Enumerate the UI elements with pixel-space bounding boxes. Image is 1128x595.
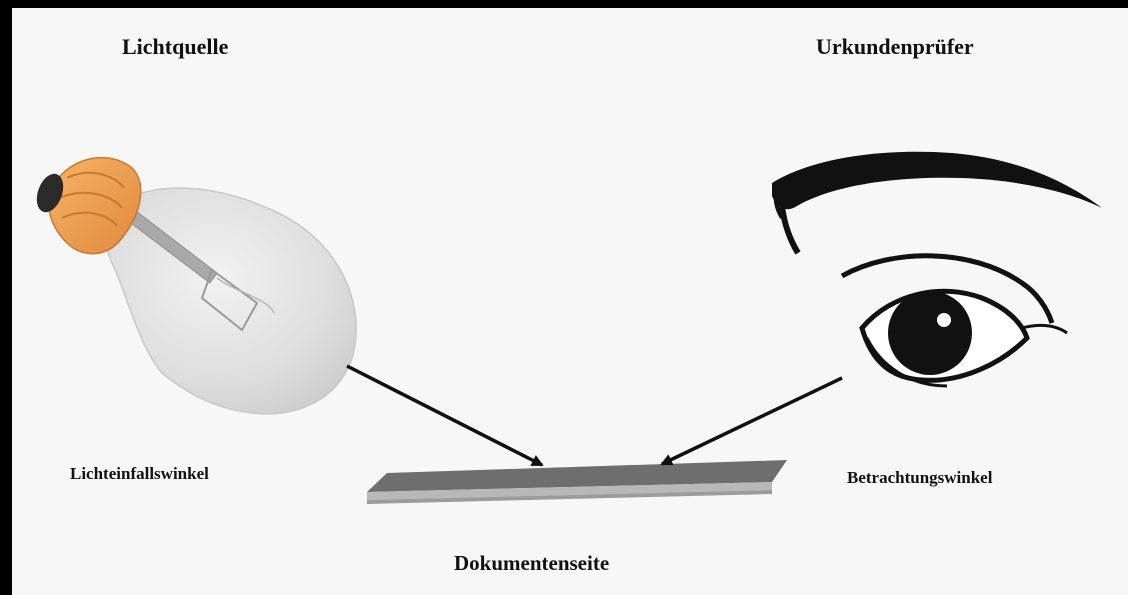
light-source-label: Lichtquelle [122,34,228,60]
document-sheet-icon [367,460,787,504]
eye-icon [772,152,1102,386]
document-page-label: Dokumentenseite [454,551,609,576]
viewing-angle-label: Betrachtungswinkel [847,468,992,488]
light-bulb-icon [32,158,356,414]
viewing-direction-arrow [662,378,842,464]
diagram-canvas [12,8,1128,595]
incident-light-arrow [347,366,542,465]
examiner-label: Urkundenprüfer [816,34,974,60]
incidence-angle-label: Lichteinfallswinkel [70,464,209,484]
diagram-panel: Lichtquelle Urkundenprüfer Lichteinfalls… [12,8,1128,595]
